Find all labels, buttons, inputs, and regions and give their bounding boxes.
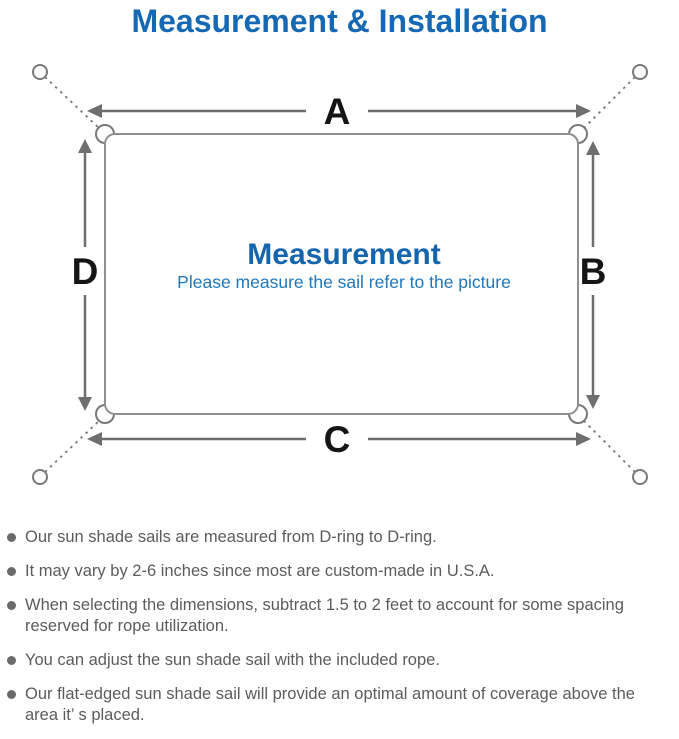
dimension-arrow-c bbox=[87, 432, 591, 446]
bullet-icon bbox=[7, 656, 16, 665]
bullet-icon bbox=[7, 601, 16, 610]
rope-line-bottom-right bbox=[582, 419, 636, 473]
bullet-icon bbox=[7, 533, 16, 542]
rope-line-top-left bbox=[44, 76, 101, 130]
dimension-arrow-a bbox=[87, 104, 591, 118]
note-text: You can adjust the sun shade sail with t… bbox=[25, 651, 440, 669]
anchor-point-top-left bbox=[32, 64, 48, 80]
anchor-point-bottom-left bbox=[32, 469, 48, 485]
shade-sail-outline bbox=[104, 133, 579, 415]
dimension-label-a: A bbox=[324, 91, 351, 132]
bullet-icon bbox=[7, 690, 16, 699]
notes-list: Our sun shade sails are measured from D-… bbox=[0, 519, 679, 726]
list-item: It may vary by 2-6 inches since most are… bbox=[7, 561, 675, 582]
diagram-heading: Measurement bbox=[247, 238, 440, 271]
list-item: Our flat-edged sun shade sail will provi… bbox=[7, 684, 675, 726]
note-text: It may vary by 2-6 inches since most are… bbox=[25, 562, 495, 580]
list-item: Our sun shade sails are measured from D-… bbox=[7, 527, 675, 548]
note-text: Our flat-edged sun shade sail will provi… bbox=[25, 685, 635, 724]
note-text: Our sun shade sails are measured from D-… bbox=[25, 528, 437, 546]
dimension-label-c: C bbox=[324, 419, 351, 460]
page-title: Measurement & Installation bbox=[131, 3, 548, 39]
dimension-arrow-b bbox=[586, 141, 600, 409]
anchor-point-top-right bbox=[632, 64, 648, 80]
dimension-label-b: B bbox=[580, 251, 607, 292]
bullet-icon bbox=[7, 567, 16, 576]
measurement-diagram: A C D B Measurement Please measure the s… bbox=[32, 64, 648, 485]
list-item: You can adjust the sun shade sail with t… bbox=[7, 650, 675, 671]
rope-line-bottom-left bbox=[44, 419, 101, 473]
anchor-point-bottom-right bbox=[632, 469, 648, 485]
note-text: When selecting the dimensions, subtract … bbox=[25, 596, 624, 635]
diagram-subtitle: Please measure the sail refer to the pic… bbox=[177, 272, 511, 292]
list-item: When selecting the dimensions, subtract … bbox=[7, 595, 675, 637]
rope-line-top-right bbox=[582, 76, 636, 130]
dimension-arrow-d bbox=[78, 139, 92, 411]
dimension-label-d: D bbox=[72, 251, 99, 292]
